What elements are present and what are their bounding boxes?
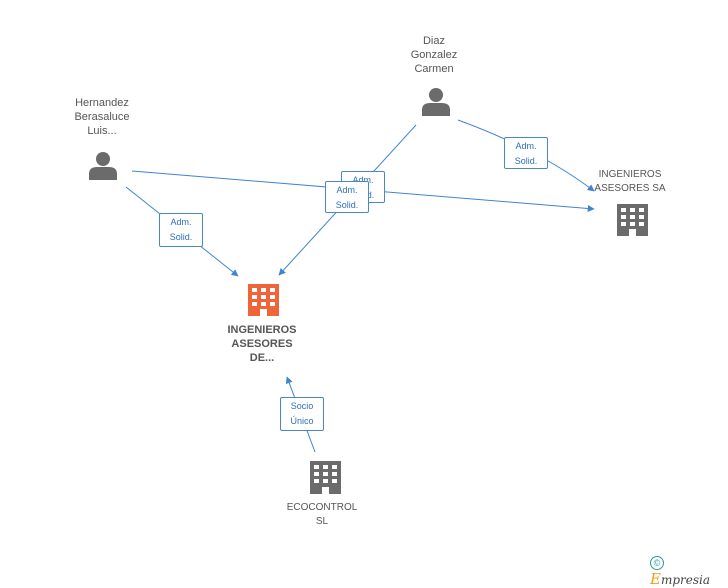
edge-label-line: Solid. [169, 232, 193, 242]
label-line: DE... [249, 352, 275, 364]
edge-label-diaz-sa[interactable]: Adm. Solid. [504, 137, 548, 169]
relationship-graph [89, 88, 648, 494]
label-line: SL [315, 516, 329, 527]
label-line: ASESORES SA [594, 183, 666, 194]
node-label-ecocontrol[interactable]: ECOCONTROL SL [272, 501, 372, 529]
label-line: Luis... [87, 125, 117, 137]
label-line: Carmen [414, 63, 454, 75]
edge-label-line: Adm. [170, 217, 192, 227]
edge-label-line: Adm. [352, 175, 374, 185]
label-line: INGENIEROS [227, 324, 297, 336]
edge-label-line: Socio [290, 401, 314, 411]
label-line: ECOCONTROL [286, 502, 358, 513]
brand-initial: E [650, 569, 661, 588]
label-line: Hernandez [75, 97, 129, 109]
label-line: ASESORES [231, 338, 293, 350]
label-line: Diaz [422, 35, 445, 47]
edge-label-line: Adm. [336, 185, 358, 195]
edge-label-line: Solid. [514, 156, 538, 166]
node-label-hernandez[interactable]: Hernandez Berasaluce Luis... [52, 96, 152, 138]
edge-label-line: Único [290, 416, 314, 426]
footer-brand[interactable]: ©Empresia [650, 555, 728, 588]
edge-label-hernandez-main[interactable]: Adm. Solid. [159, 213, 203, 247]
building-icon-main[interactable] [248, 284, 279, 316]
person-icon[interactable] [89, 152, 117, 180]
label-line: Berasaluce [74, 111, 130, 123]
edge-label-line: Adm. [515, 141, 537, 151]
copyright-icon: © [650, 555, 664, 570]
edge-label-line: Solid. [335, 200, 359, 210]
node-label-ingenieros-main[interactable]: INGENIEROS ASESORES DE... [212, 323, 312, 365]
label-line: Gonzalez [410, 49, 458, 61]
label-line: INGENIEROS [598, 169, 662, 180]
node-label-diaz[interactable]: Diaz Gonzalez Carmen [384, 34, 484, 76]
person-icon[interactable] [422, 88, 450, 116]
building-icon[interactable] [310, 461, 341, 494]
edge-label-eco-main[interactable]: Socio Único [280, 397, 324, 431]
edge-label-diaz-main[interactable]: Adm. Solid. [325, 181, 369, 213]
node-label-ingenieros-sa[interactable]: INGENIEROS ASESORES SA [580, 168, 680, 196]
building-icon[interactable] [617, 204, 648, 236]
